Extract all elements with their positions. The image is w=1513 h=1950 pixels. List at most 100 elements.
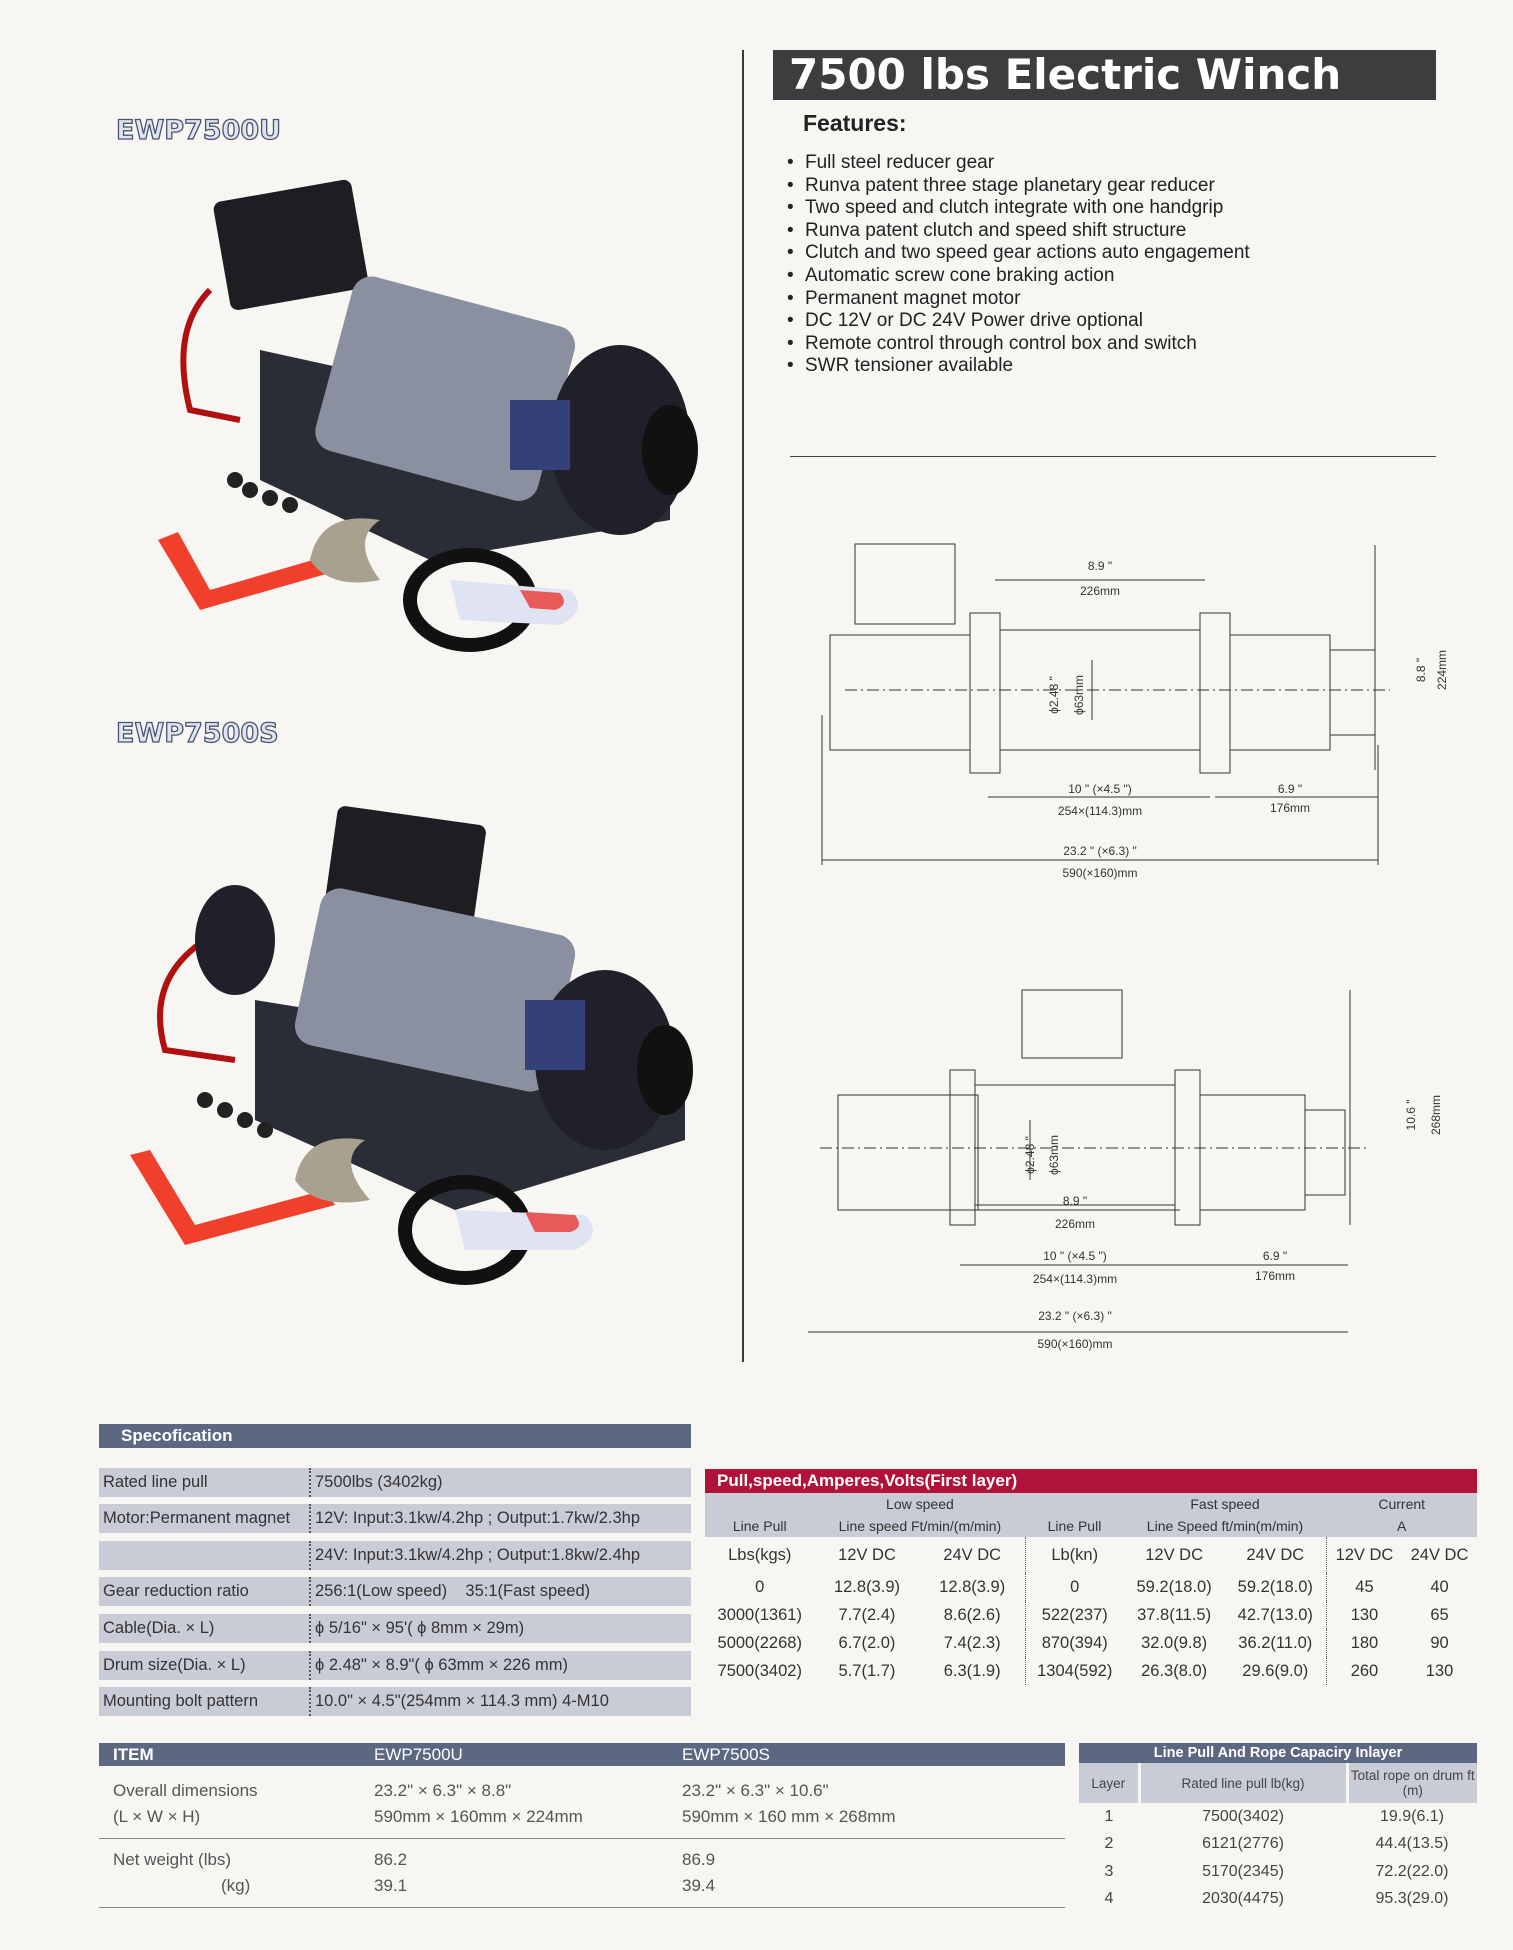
end-length-mm: 176mm bbox=[1255, 1269, 1295, 1283]
table-cell: 32.0(9.8) bbox=[1141, 1633, 1208, 1652]
table-cell: (kg) bbox=[221, 1876, 251, 1895]
bolt-pattern-mm: 254×(114.3)mm bbox=[1058, 804, 1142, 818]
table-cell: Total rope on drum ft (m) bbox=[1345, 1763, 1477, 1803]
total-length-in: 23.2 " (×6.3) " bbox=[1038, 1309, 1112, 1323]
table-cell: 256:1(Low speed) 35:1(Fast speed) bbox=[315, 1582, 591, 1601]
table-cell: Rated line pull bbox=[99, 1467, 311, 1497]
table-cell: Lbs(kgs) bbox=[728, 1545, 792, 1564]
drum-dia-mm: ϕ63mm bbox=[1072, 675, 1086, 715]
item-comparison-table: ITEM EWP7500U EWP7500S Overall dimensions (… bbox=[99, 1743, 1065, 1908]
table-cell: 12.8(3.9) bbox=[939, 1577, 1006, 1596]
drum-dia-in: ϕ2.48 " bbox=[1047, 676, 1061, 714]
specification-title: Specofication bbox=[99, 1424, 691, 1448]
table-cell: 7500(3402) bbox=[1202, 1807, 1284, 1825]
table-cell: ITEM bbox=[113, 1745, 154, 1764]
table-cell: 6.7(2.0) bbox=[838, 1633, 896, 1652]
feature-item: Runva patent clutch and speed shift stru… bbox=[787, 220, 1250, 243]
pull-speed-table: Pull,speed,Amperes,Volts(First layer) Lo… bbox=[705, 1469, 1477, 1685]
table-cell: 5.7(1.7) bbox=[838, 1661, 896, 1680]
pull-row: 5000(2268)6.7(2.0)7.4(2.3)870(394)32.0(9… bbox=[705, 1629, 1477, 1657]
feature-item: Clutch and two speed gear actions auto e… bbox=[787, 242, 1250, 265]
winch-photo-ewp7500s bbox=[130, 806, 693, 1285]
table-cell: Motor:Permanent magnet bbox=[99, 1504, 311, 1534]
table-cell: 45 bbox=[1325, 1573, 1402, 1601]
table-cell: 260 bbox=[1325, 1657, 1402, 1685]
spec-row: Cable(Dia. × L)ϕ 5/16" × 95'( ϕ 8mm × 29… bbox=[99, 1613, 691, 1643]
feature-item: Full steel reducer gear bbox=[787, 152, 1250, 175]
dimension-drawing-ewp7500s: 8.9 " 226mm 10 " (×4.5 ") 254×(114.3)mm … bbox=[808, 989, 1443, 1351]
table-cell: 24V DC bbox=[943, 1545, 1002, 1564]
table-cell: 59.2(18.0) bbox=[1237, 1577, 1313, 1596]
table-cell: 870(394) bbox=[1024, 1629, 1124, 1657]
table-cell: Line Pull bbox=[1025, 1515, 1124, 1537]
bolt-pattern-in: 10 " (×4.5 ") bbox=[1043, 1249, 1107, 1263]
end-length-in: 6.9 " bbox=[1263, 1249, 1287, 1263]
feature-item: DC 12V or DC 24V Power drive optional bbox=[787, 310, 1250, 333]
winch-photo-ewp7500u bbox=[158, 180, 698, 652]
layer-table-title: Line Pull And Rope Capaciry Inlayer bbox=[1079, 1743, 1477, 1763]
table-cell: 1 bbox=[1104, 1807, 1114, 1825]
table-cell: 23.2" × 6.3" × 8.8" bbox=[374, 1781, 512, 1800]
item-row-dimensions: Overall dimensions (L × W × H) 23.2" × 6.… bbox=[99, 1766, 1065, 1839]
table-cell: 12.8(3.9) bbox=[833, 1577, 900, 1596]
table-cell: 130 bbox=[1425, 1661, 1454, 1680]
pull-table-title: Pull,speed,Amperes,Volts(First layer) bbox=[705, 1469, 1477, 1493]
table-cell: 12V: Input:3.1kw/4.2hp ; Output:1.7kw/2.… bbox=[315, 1509, 641, 1528]
drum-length-mm: 226mm bbox=[1055, 1217, 1095, 1231]
features-list: Full steel reducer gear Runva patent thr… bbox=[787, 152, 1250, 378]
table-cell: 29.6(9.0) bbox=[1242, 1661, 1309, 1680]
height-mm: 268mm bbox=[1429, 1095, 1443, 1135]
table-cell: Fast speed bbox=[1123, 1493, 1327, 1515]
table-cell bbox=[99, 1540, 311, 1570]
table-cell: 37.8(11.5) bbox=[1137, 1605, 1212, 1624]
table-cell: Mounting bolt pattern bbox=[99, 1687, 311, 1717]
table-cell: ϕ 2.48" × 8.9"( ϕ 63mm × 226 mm) bbox=[315, 1655, 569, 1674]
table-cell: Cable(Dia. × L) bbox=[99, 1613, 311, 1643]
feature-item: Two speed and clutch integrate with one … bbox=[787, 197, 1250, 220]
table-cell: 5000(2268) bbox=[717, 1633, 802, 1652]
table-cell: 180 bbox=[1325, 1629, 1402, 1657]
table-cell: Drum size(Dia. × L) bbox=[99, 1650, 311, 1680]
bolt-pattern-mm: 254×(114.3)mm bbox=[1033, 1272, 1117, 1286]
dimension-drawing-ewp7500u: 8.9 " 226mm 10 " (×4.5 ") 254×(114.3)mm … bbox=[821, 543, 1449, 880]
table-cell: 10.0" × 4.5"(254mm × 114.3 mm) 4-M10 bbox=[315, 1692, 609, 1711]
height-in: 8.8 " bbox=[1414, 658, 1428, 682]
spec-row: Drum size(Dia. × L)ϕ 2.48" × 8.9"( ϕ 63m… bbox=[99, 1650, 691, 1680]
table-cell: 8.6(2.6) bbox=[943, 1605, 1001, 1624]
table-cell: 42.7(13.0) bbox=[1237, 1605, 1313, 1624]
table-cell: 65 bbox=[1430, 1605, 1449, 1624]
feature-item: Permanent magnet motor bbox=[787, 288, 1250, 311]
table-cell: Lb(kn) bbox=[1024, 1537, 1124, 1573]
table-cell: Line speed Ft/min/(m/min) bbox=[814, 1515, 1026, 1537]
table-cell: 3 bbox=[1104, 1862, 1114, 1880]
table-cell: 5170(2345) bbox=[1202, 1862, 1284, 1880]
feature-item: Remote control through control box and s… bbox=[787, 333, 1250, 356]
table-cell: Overall dimensions bbox=[113, 1781, 258, 1800]
table-cell: 0 bbox=[755, 1577, 765, 1596]
table-cell: 2030(4475) bbox=[1202, 1890, 1284, 1908]
table-cell: Rated line pull lb(kg) bbox=[1137, 1763, 1347, 1803]
section-rule bbox=[790, 456, 1436, 457]
pull-row: 3000(1361)7.7(2.4)8.6(2.6)522(237)37.8(1… bbox=[705, 1601, 1477, 1629]
table-cell: EWP7500U bbox=[374, 1745, 463, 1764]
table-cell: 23.2" × 6.3" × 10.6" bbox=[682, 1781, 829, 1800]
table-cell: 12V DC bbox=[1325, 1537, 1402, 1573]
table-cell: (L × W × H) bbox=[113, 1807, 201, 1826]
layer-capacity-table: Line Pull And Rope Capaciry Inlayer Laye… bbox=[1079, 1743, 1477, 1913]
table-cell: 24V DC bbox=[1246, 1545, 1305, 1564]
table-cell: 1304(592) bbox=[1024, 1657, 1124, 1685]
table-cell: 6121(2776) bbox=[1202, 1835, 1284, 1853]
table-cell: 24V DC bbox=[1410, 1545, 1469, 1564]
table-cell: Current bbox=[1326, 1493, 1477, 1515]
feature-item: SWR tensioner available bbox=[787, 355, 1250, 378]
table-cell: Layer bbox=[1079, 1763, 1139, 1803]
table-cell: EWP7500S bbox=[682, 1745, 770, 1764]
column-divider bbox=[742, 50, 744, 1362]
model-label-ewp7500s: EWP7500S bbox=[115, 717, 279, 749]
table-cell: Line Pull bbox=[705, 1515, 815, 1537]
bolt-pattern-in: 10 " (×4.5 ") bbox=[1068, 782, 1132, 796]
